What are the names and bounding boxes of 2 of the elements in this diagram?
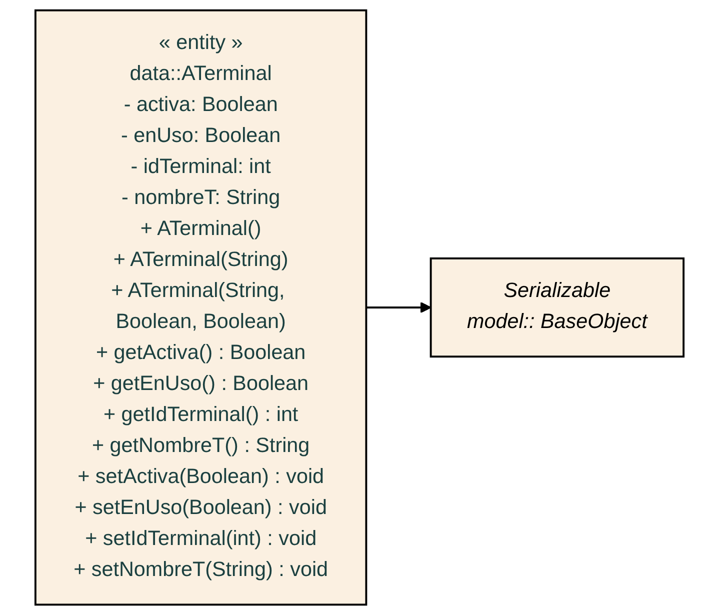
node-box: « entity » data::ATerminal - activa: Boolean - enUso: Boolean - idTerminal: int - nombreT: String + ATerminal() + ATerminal(String) + ATerminal(String, Boolean, Boolean) + getActiva() : Boolean + getEnUso() : Boolean + getIdTerminal() : int + getNombreT() : String + setActiva(Boolean) : void + setEnUso(Boolean) : void + setIdTerminal(int) : void + setNombreT(String) : void	[34, 9, 368, 606]
arrow	[366, 302, 432, 314]
